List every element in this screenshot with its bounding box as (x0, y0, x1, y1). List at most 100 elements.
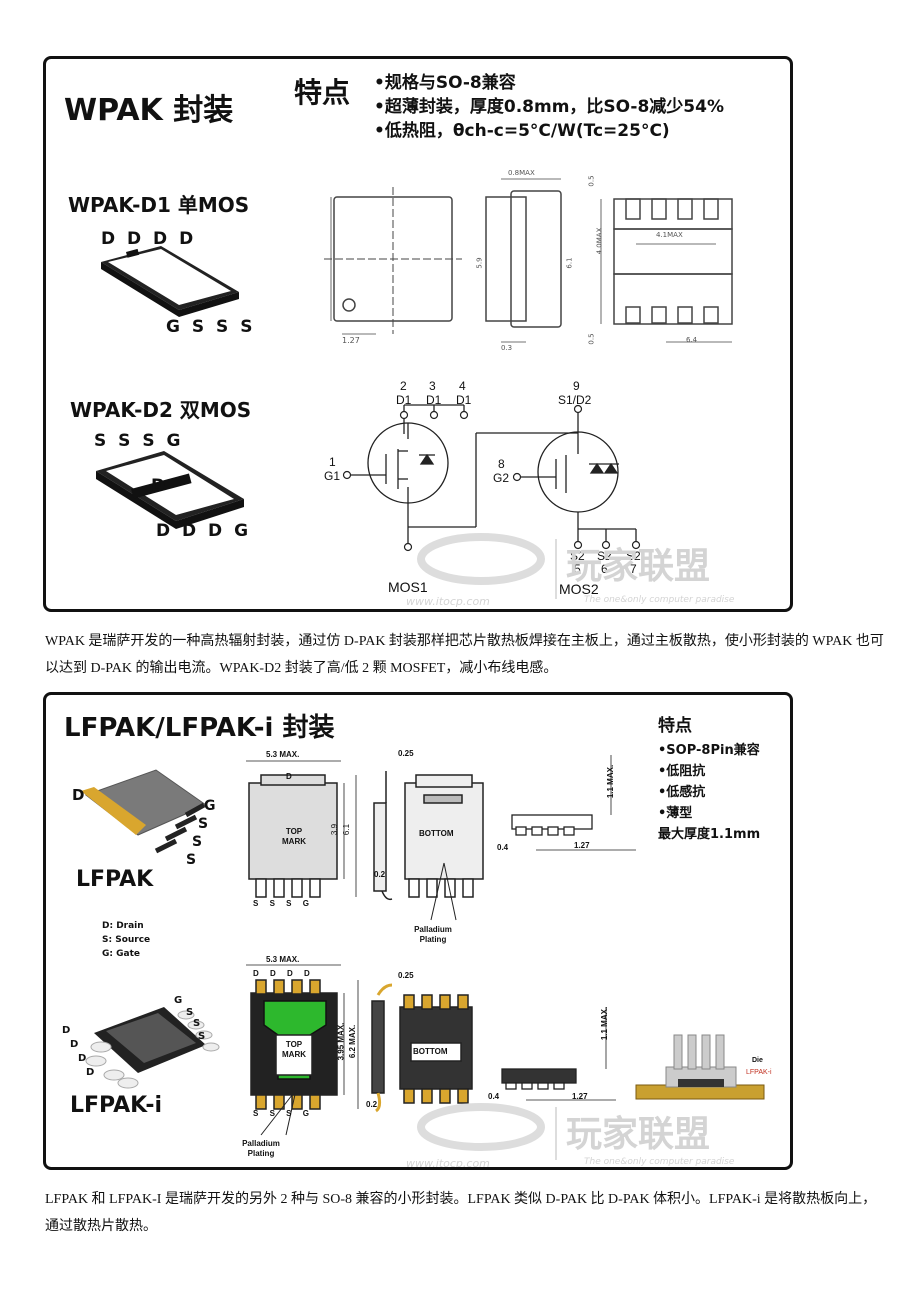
wpak-s2-name-a: S2 (570, 549, 585, 563)
lfpak-bottom-pin-1: S (253, 899, 259, 908)
lfpak-i-label: LFPAK-i (70, 1093, 162, 1118)
lfpak-i-pin-s-c: S (198, 1031, 206, 1042)
wpak-d2-bottom-pins: D D D G (156, 521, 252, 541)
wpak-pin-num-2: 2 (400, 379, 407, 393)
lfpak-pin-s-a: S (198, 816, 209, 832)
wpak-watermark-slogan: The one&only computer paradise (584, 595, 735, 605)
lfpak-dim-t1: 0.25 (398, 749, 414, 758)
heatsink-illustration (635, 1034, 765, 1100)
wpak-s2-num-7: 7 (630, 562, 637, 576)
wpak-d1-top-pins: D D D D (101, 229, 197, 249)
wpak-dim-side-t: 0.8MAX (508, 169, 535, 177)
wpak-panel: WPAK 封装 特点 •规格与SO-8兼容 •超薄封装，厚度0.8mm，比SO-… (43, 56, 793, 612)
lfpak-i-dim-pitch: 1.27 (572, 1092, 588, 1101)
lfpak-feature-1: •SOP-8Pin兼容 (658, 743, 760, 758)
lfpak-features-list: 特点 •SOP-8Pin兼容 •低阻抗 •低感抗 •薄型 最大厚度1.1mm (658, 711, 760, 845)
lfpak-drawings (81, 755, 765, 1160)
lfpak-i-bottom-pin-3: S (286, 1109, 292, 1118)
wpak-s2-name-b: S2 (597, 549, 612, 563)
lfpak-i-dim-t2: 0.2 (366, 1100, 378, 1109)
wpak-feature-2: •超薄封装，厚度0.8mm，比SO-8减少54% (374, 97, 724, 117)
wpak-d1-bottom-pins: G S S S (166, 317, 256, 337)
wpak-d2-package-illustration (96, 451, 244, 529)
lfpak-i-pin-s-b: S (193, 1018, 201, 1029)
wpak-pin-name-d1-c: D1 (456, 393, 472, 407)
lfpak-bottom-pins: S S S G (253, 899, 309, 908)
lfpak-i-side-view (371, 983, 393, 1113)
wpak-d1-title: WPAK-D1 单MOS (68, 193, 250, 217)
wpak-features-heading: 特点 (294, 76, 351, 109)
wpak-pin-num-3: 3 (429, 379, 436, 393)
lfpak-dim-pitch: 1.27 (574, 841, 590, 850)
wpak-s2-num-5: 5 (574, 562, 581, 576)
lfpak-watermark-logo (417, 1103, 557, 1160)
wpak-s1d2-name: S1/D2 (558, 393, 592, 407)
lfpak-dim-d: D (286, 772, 292, 781)
lfpak-i-pin-d-c: D (78, 1053, 87, 1064)
lfpak-dim-width: 5.3 MAX. (266, 750, 300, 759)
lfpak-feature-4: •薄型 (658, 806, 693, 821)
wpak-pin-name-d1-b: D1 (426, 393, 442, 407)
lfpak-watermark-brand: 玩家联盟 (566, 1114, 711, 1155)
lfpak-i-bottom-view (399, 994, 473, 1104)
lfpak-title: LFPAK/LFPAK-i 封装 (64, 713, 335, 743)
lfpak-i-palladium: Palladium Plating (242, 1139, 280, 1158)
wpak-schematic (351, 404, 637, 544)
pin-legend: D: Drain S: Source G: Gate (102, 919, 150, 961)
lfpak-feature-3: •低感抗 (658, 785, 706, 800)
wpak-title: WPAK 封装 (64, 93, 234, 128)
wpak-s1d2-num: 9 (573, 379, 580, 393)
lfpak-pin-s-c: S (186, 852, 197, 868)
lfpak-features-heading: 特点 (658, 716, 692, 736)
wpak-pin-num-4: 4 (459, 379, 466, 393)
legend-source: S: Source (102, 935, 151, 945)
lfpak-pin-g: G (204, 798, 216, 814)
lfpak-i-pin-s-a: S (186, 1007, 194, 1018)
lfpak-i-top-pins: D D D D (253, 969, 310, 978)
wpak-d2-center-pin: D (151, 476, 166, 496)
wpak-top-view (324, 187, 462, 335)
lfpak-i-pin-d-b: D (70, 1039, 79, 1050)
wpak-dim-h1: 5.9 (475, 257, 484, 269)
legend-drain: D: Drain (102, 921, 144, 931)
wpak-dim-right-h: 4.0MAX (595, 227, 604, 255)
lfpak-i-top-pin-1: D (253, 969, 259, 978)
lfpak-dim-t2: 0.2 (374, 870, 386, 879)
wpak-drawings (96, 178, 733, 599)
lfpak-i-dim-max-h: 1.1 MAX. (600, 1006, 610, 1041)
lfpak-i-bottom-pins: S S S G (253, 1109, 309, 1118)
lfpak-i-top-view (246, 964, 359, 1136)
wpak-d2-title: WPAK-D2 双MOS (70, 398, 252, 422)
lfpak-i-dim-lead: 0.4 (488, 1092, 500, 1101)
lfpak-package-illustration (81, 769, 208, 854)
wpak-d2-top-pins: S S S G (94, 431, 184, 451)
lfpak-end-view (511, 755, 636, 851)
lfpak-dim-h2: 6.1 (342, 823, 352, 836)
lfpak-i-bottom-pin-1: S (253, 1109, 259, 1118)
lfpak-i-top-mark: TOP MARK (282, 1040, 306, 1059)
wpak-watermark-url: www.itocp.com (406, 595, 490, 608)
lfpak-palladium: Palladium Plating (414, 925, 452, 944)
lfpak-i-bottom-label: BOTTOM (413, 1047, 448, 1056)
wpak-watermark-logo (417, 533, 557, 599)
lfpak-i-dim-h3: 3.95 MAX. (336, 1022, 346, 1061)
wpak-watermark-brand: 玩家联盟 (566, 546, 711, 587)
lfpak-i-dim-h4: 6.2 MAX. (348, 1024, 358, 1059)
lfpak-bottom-pin-2: S (269, 899, 275, 908)
lfpak-bottom-pin-4: G (302, 899, 309, 908)
lfpak-top-mark: TOP MARK (282, 827, 306, 846)
wpak-feature-3: •低热阻，θch-c=5°C/W(Tc=25°C) (374, 121, 670, 141)
wpak-s2-name-c: S2 (626, 549, 641, 563)
lfpak-panel: LFPAK/LFPAK-i 封装 特点 •SOP-8Pin兼容 •低阻抗 •低感… (43, 692, 793, 1170)
lfpak-pin-left-d: D (72, 786, 85, 804)
lfpak-watermark-url: www.itocp.com (406, 1157, 490, 1170)
lfpak-bottom-pin-3: S (286, 899, 292, 908)
legend-gate: G: Gate (102, 949, 140, 959)
lfpak-pin-s-b: S (192, 834, 203, 850)
wpak-dim-h2: 6.1 (565, 257, 574, 269)
paragraph-lfpak: LFPAK 和 LFPAK-I 是瑞萨开发的另外 2 种与 SO-8 兼容的小形… (45, 1192, 877, 1234)
wpak-schematic-pins (342, 404, 641, 552)
lfpak-dim-lead: 0.4 (497, 843, 509, 852)
lfpak-i-pin-d-d: D (86, 1067, 95, 1078)
wpak-feature-1: •规格与SO-8兼容 (374, 73, 516, 93)
